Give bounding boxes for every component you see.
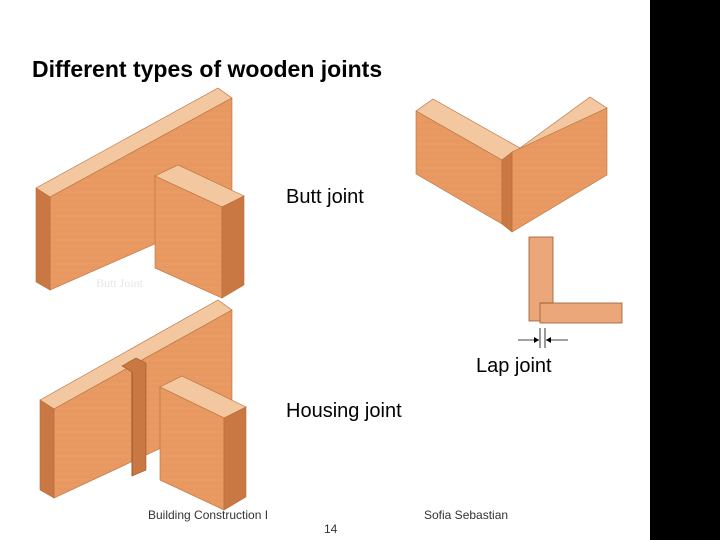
housing-joint-illustration — [39, 299, 247, 511]
lap-joint-label: Lap joint — [476, 355, 552, 377]
right-sidebar-bar — [650, 0, 720, 540]
slide-title: Different types of wooden joints — [32, 56, 383, 82]
lap-joint-illustration — [415, 96, 608, 233]
lap-joint-plan-diagram — [518, 236, 623, 348]
footer-course: Building Construction I — [148, 508, 269, 522]
page-number: 14 — [324, 522, 338, 536]
image-caption: Butt Joint — [96, 276, 144, 290]
housing-joint-label: Housing joint — [286, 400, 402, 422]
butt-joint-label: Butt joint — [286, 186, 364, 208]
butt-joint-illustration — [35, 87, 245, 299]
footer-author: Sofia Sebastian — [424, 508, 509, 522]
joint-illustrations — [35, 87, 623, 511]
butt-long-board-end — [35, 187, 51, 291]
butt-short-board-side — [221, 195, 245, 299]
